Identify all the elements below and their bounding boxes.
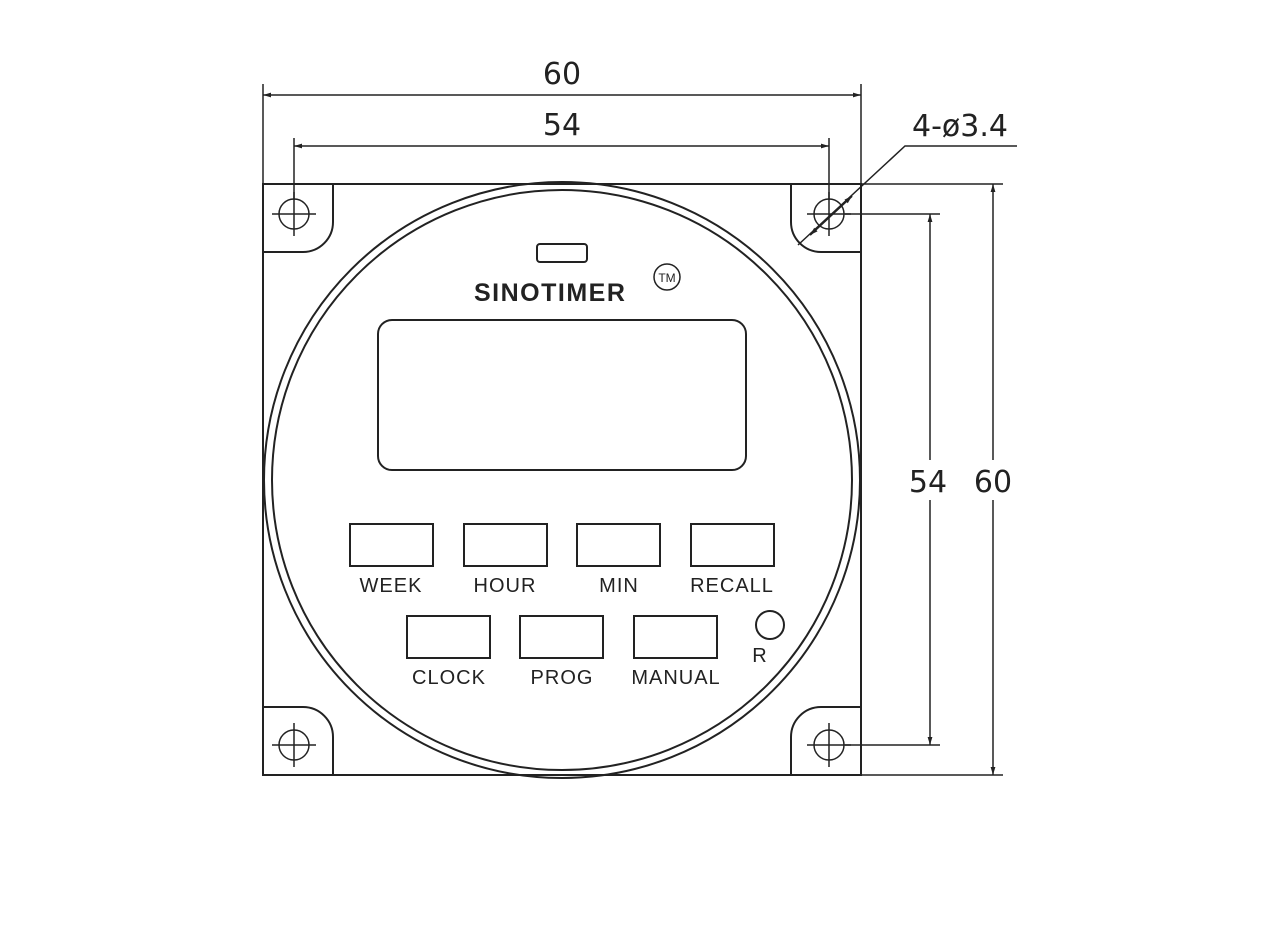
lcd-display (377, 319, 747, 471)
prog-label: PROG (531, 667, 594, 689)
brand-logo: SINOTIMER (474, 279, 626, 307)
dimension-width-60: 60 (262, 57, 862, 184)
trademark-circle (653, 263, 681, 291)
hour-button[interactable] (463, 523, 548, 567)
svg-text:60: 60 (543, 57, 581, 92)
indicator-led (536, 243, 588, 263)
clock-label: CLOCK (412, 667, 486, 689)
svg-text:4-ø3.4: 4-ø3.4 (912, 109, 1008, 144)
corner-notches (263, 184, 861, 775)
recall-button[interactable] (690, 523, 775, 567)
button-row-2: CLOCK PROG MANUAL R (406, 610, 785, 689)
svg-text:60: 60 (974, 465, 1012, 500)
recall-label: RECALL (690, 575, 774, 597)
bezel-inner (271, 189, 853, 771)
prog-button[interactable] (519, 615, 604, 659)
svg-text:54: 54 (543, 108, 581, 143)
svg-text:54: 54 (909, 465, 947, 500)
hour-label: HOUR (474, 575, 537, 597)
hole-callout: 4-ø3.4 (797, 109, 1017, 246)
dimension-height-60: 60 (861, 183, 1018, 776)
reset-label: R (752, 645, 767, 667)
dimension-height-54: 54 (845, 213, 955, 746)
button-row-1: WEEK HOUR MIN RECALL (349, 523, 775, 597)
manual-label: MANUAL (631, 667, 720, 689)
week-label: WEEK (360, 575, 423, 597)
bezel-outer (263, 181, 861, 779)
min-label: MIN (599, 575, 639, 597)
reset-button[interactable] (755, 610, 785, 640)
housing-outline (262, 183, 862, 776)
min-button[interactable] (576, 523, 661, 567)
dimension-width-54: 54 (293, 108, 830, 200)
manual-button[interactable] (633, 615, 718, 659)
week-button[interactable] (349, 523, 434, 567)
clock-button[interactable] (406, 615, 491, 659)
trademark-text: TM (658, 271, 675, 285)
